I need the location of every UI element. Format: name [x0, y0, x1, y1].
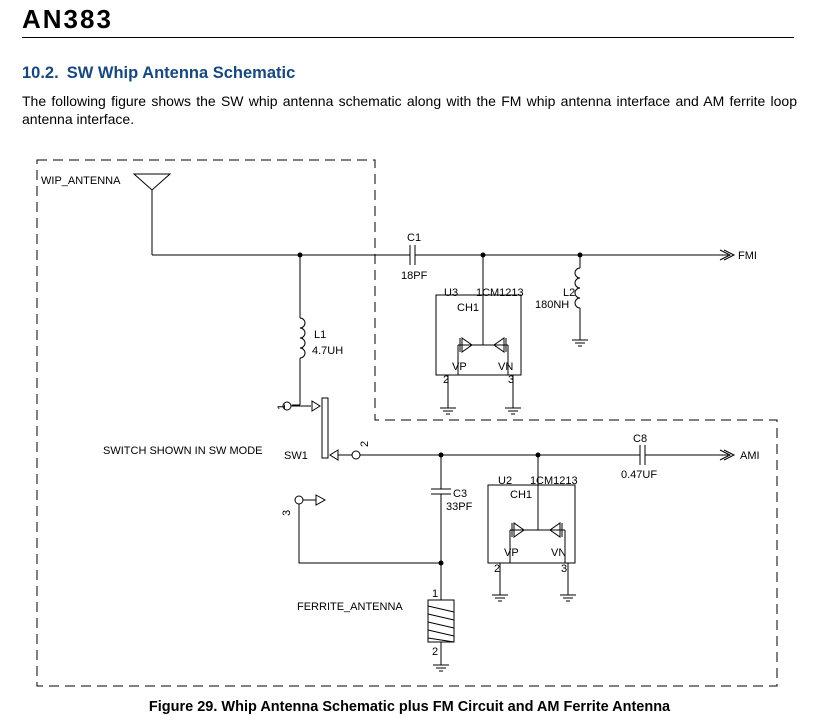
u3-ch1: CH1 — [457, 302, 479, 314]
ground-u3-2 — [440, 407, 456, 415]
u3-pin2: 2 — [443, 374, 449, 386]
u3-vp: VP — [452, 361, 467, 373]
u3-ref: U3 — [444, 287, 458, 299]
ground-l2 — [572, 339, 588, 347]
u2-pin2: 2 — [494, 563, 500, 575]
whip-antenna-symbol — [132, 173, 172, 255]
ground-u2-2 — [492, 594, 508, 602]
tvs-u3 — [435, 294, 522, 376]
c8-ref: C8 — [633, 433, 647, 445]
c1-value: 18PF — [401, 270, 428, 282]
fmi-label: FMI — [738, 250, 757, 262]
c1-ref: C1 — [407, 232, 421, 244]
u3-pin1: 1 — [476, 287, 482, 299]
inductor-l1 — [299, 317, 306, 359]
c3-value: 33PF — [446, 501, 473, 513]
u3-vn: VN — [498, 361, 513, 373]
tvs-u2 — [487, 484, 576, 564]
capacitor-c3 — [431, 488, 451, 495]
ferrite-pin1: 1 — [432, 588, 438, 600]
wip-antenna-label: WIP_ANTENNA — [41, 175, 121, 187]
u2-part: CM1213 — [536, 475, 578, 487]
u3-pin3: 3 — [508, 374, 514, 386]
capacitor-c1 — [409, 245, 416, 265]
sw1-contact-1 — [282, 400, 321, 412]
switch-note: SWITCH SHOWN IN SW MODE — [103, 445, 263, 457]
u2-vn: VN — [551, 547, 566, 559]
sw1-contact-3 — [294, 494, 327, 506]
switch-sw1 — [321, 397, 361, 461]
junction-dots — [297, 252, 583, 566]
u2-vp: VP — [504, 547, 519, 559]
c8-value: 0.47UF — [621, 469, 657, 481]
ferrite-antenna-label: FERRITE_ANTENNA — [297, 601, 403, 613]
sw1-pin3: 3 — [281, 510, 293, 516]
sw1-pin2: 2 — [359, 441, 371, 447]
section-number: 10.2. — [22, 64, 59, 82]
ferrite-pin2: 2 — [432, 646, 438, 658]
ground-u2-3 — [560, 594, 576, 602]
ami-arrow — [719, 449, 736, 461]
ground-ferrite — [433, 664, 449, 672]
c3-ref: C3 — [453, 488, 467, 500]
sw1-pin1: 1 — [276, 404, 288, 410]
u2-pin3: 3 — [561, 563, 567, 575]
l2-value: 180NH — [535, 299, 569, 311]
u2-pin1: 1 — [530, 475, 536, 487]
ami-label: AMI — [740, 450, 760, 462]
capacitor-c8 — [639, 445, 646, 465]
figure-caption: Figure 29. Whip Antenna Schematic plus F… — [148, 699, 671, 715]
header-rule — [22, 37, 794, 38]
fmi-arrow — [719, 249, 736, 261]
l1-value: 4.7UH — [312, 345, 343, 357]
dashed-boundary — [36, 159, 778, 687]
section-heading: 10.2. SW Whip Antenna Schematic — [22, 64, 295, 83]
u3-part: CM1213 — [482, 287, 524, 299]
l1-ref: L1 — [314, 329, 326, 341]
sw1-label: SW1 — [284, 450, 308, 462]
inductor-l2 — [574, 267, 581, 309]
u2-ref: U2 — [498, 475, 512, 487]
l2-ref: L2 — [563, 287, 575, 299]
intro-paragraph: The following figure shows the SW whip a… — [22, 93, 797, 127]
u2-ch1: CH1 — [510, 489, 532, 501]
document-header: AN383 — [22, 4, 113, 34]
section-title: SW Whip Antenna Schematic — [66, 64, 296, 82]
ground-u3-3 — [505, 407, 521, 415]
ferrite-antenna-symbol — [427, 599, 455, 643]
